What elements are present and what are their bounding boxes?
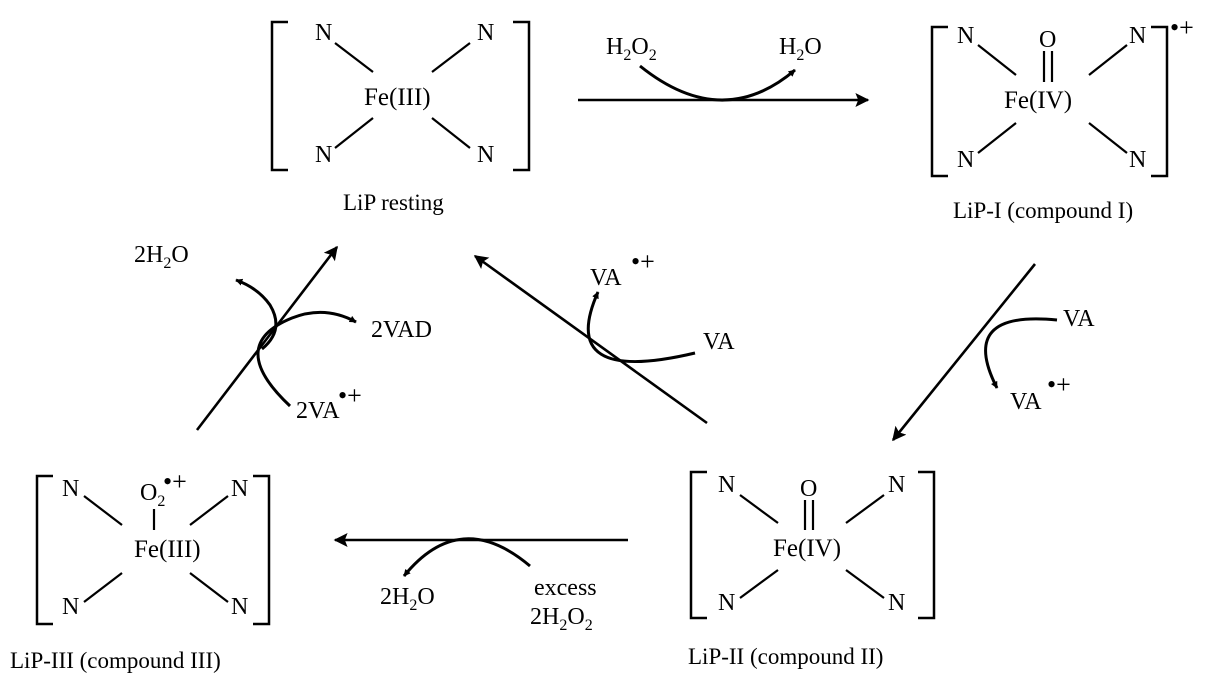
- ligand-n: N: [718, 590, 735, 616]
- bond: [334, 117, 374, 149]
- left-bracket: [930, 25, 948, 178]
- ligand-n: N: [315, 20, 332, 46]
- complex-lip-compound-iii: N N N N O2 •+ Fe(III) LiP-III (compound …: [10, 467, 271, 673]
- reagent-h2o2: H2O2: [606, 34, 657, 64]
- complex-lip-compound-ii: O N N N N Fe(IV) LiP-II (compound II): [688, 470, 936, 669]
- bond: [431, 42, 471, 73]
- oxo-o: O: [800, 476, 817, 502]
- reagent-excess-label: excess: [534, 575, 597, 601]
- oxo-o: O: [1039, 27, 1056, 53]
- complex-lip-compound-i: O N N N N Fe(IV) •+ LiP-I (compound I): [930, 13, 1194, 223]
- left-bracket: [35, 474, 53, 626]
- bond: [739, 494, 779, 524]
- radical-cation-charge: •+: [1047, 370, 1071, 399]
- ligand-n: N: [1129, 23, 1146, 49]
- ligand-n: N: [957, 23, 974, 49]
- radical-cation-charge: •+: [338, 381, 362, 410]
- axial-o: O: [140, 480, 157, 506]
- ligand-n: N: [888, 590, 905, 616]
- left-bracket: [689, 470, 707, 620]
- left-bracket: [270, 20, 288, 172]
- product-2vad: 2VAD: [371, 317, 432, 343]
- reagent-va: VA: [703, 329, 735, 355]
- ligand-n: N: [477, 20, 494, 46]
- bond: [1088, 44, 1128, 76]
- curved-arrow: [586, 291, 696, 364]
- metal-center: Fe(III): [364, 84, 431, 111]
- metal-center: Fe(III): [134, 536, 201, 563]
- curved-arrow: [256, 310, 357, 408]
- step-compound-ii-to-compound-iii: excess 2H2O2 2H2O: [333, 533, 628, 634]
- curved-arrow: [639, 64, 796, 102]
- axial-superoxide: O2: [140, 480, 165, 510]
- complex-lip-resting: N N N N Fe(III) LiP resting: [270, 20, 531, 215]
- main-arrow: [891, 263, 1037, 442]
- ligand-n: N: [62, 476, 79, 502]
- product-h2o: H2O: [779, 34, 822, 64]
- radical-cation-charge: •+: [631, 247, 655, 276]
- ligand-n: N: [888, 472, 905, 498]
- ligand-n: N: [957, 147, 974, 173]
- bond: [845, 494, 885, 524]
- right-bracket: [253, 474, 271, 626]
- ligand-n: N: [315, 142, 332, 168]
- ligand-n: N: [1129, 147, 1146, 173]
- bond: [1088, 122, 1128, 154]
- reagent-excess-h2o2: 2H2O2: [530, 604, 593, 634]
- reagent-2va-radical: 2VA: [296, 398, 340, 424]
- radical-cation-charge: •+: [1170, 13, 1194, 42]
- bond: [189, 495, 229, 526]
- bond: [977, 122, 1017, 154]
- product-2h2o: 2H2O: [380, 584, 435, 614]
- step-compound-ii-to-resting: VA VA •+: [473, 247, 735, 425]
- complex-label: LiP-I (compound I): [953, 198, 1133, 223]
- bond: [83, 572, 123, 603]
- step-compound-i-to-compound-ii: VA VA •+: [891, 263, 1095, 442]
- curved-arrow: [402, 537, 531, 577]
- product-2h2o: 2H2O: [134, 242, 189, 272]
- bond: [739, 569, 779, 599]
- ligand-n: N: [231, 594, 248, 620]
- complex-label: LiP resting: [343, 190, 444, 215]
- step-compound-iii-to-resting: 2VA •+ 2VAD 2H2O: [134, 242, 432, 431]
- step-resting-to-compound-i: H2O2 H2O: [578, 34, 870, 107]
- bond: [845, 569, 885, 599]
- right-bracket: [513, 20, 531, 172]
- ligand-n: N: [62, 594, 79, 620]
- bond: [334, 42, 374, 73]
- ligand-n: N: [477, 142, 494, 168]
- curved-arrow: [984, 317, 1058, 389]
- main-arrow: [195, 245, 339, 431]
- reagent-va: VA: [1063, 306, 1095, 332]
- bond: [431, 117, 471, 149]
- right-bracket: [918, 470, 936, 620]
- bond: [83, 495, 123, 526]
- right-bracket: [1151, 25, 1169, 178]
- bond: [977, 44, 1017, 76]
- product-va-radical: VA: [1010, 389, 1042, 415]
- bond: [189, 572, 229, 603]
- complex-label: LiP-II (compound II): [688, 644, 883, 669]
- metal-center: Fe(IV): [1004, 87, 1072, 114]
- ligand-n: N: [718, 472, 735, 498]
- product-va-radical: VA: [590, 265, 622, 291]
- metal-center: Fe(IV): [773, 535, 841, 562]
- ligand-n: N: [231, 476, 248, 502]
- curved-arrow: [235, 278, 278, 351]
- axial-subscript: 2: [157, 493, 165, 510]
- complex-label: LiP-III (compound III): [10, 648, 221, 673]
- radical-cation-charge: •+: [163, 467, 187, 496]
